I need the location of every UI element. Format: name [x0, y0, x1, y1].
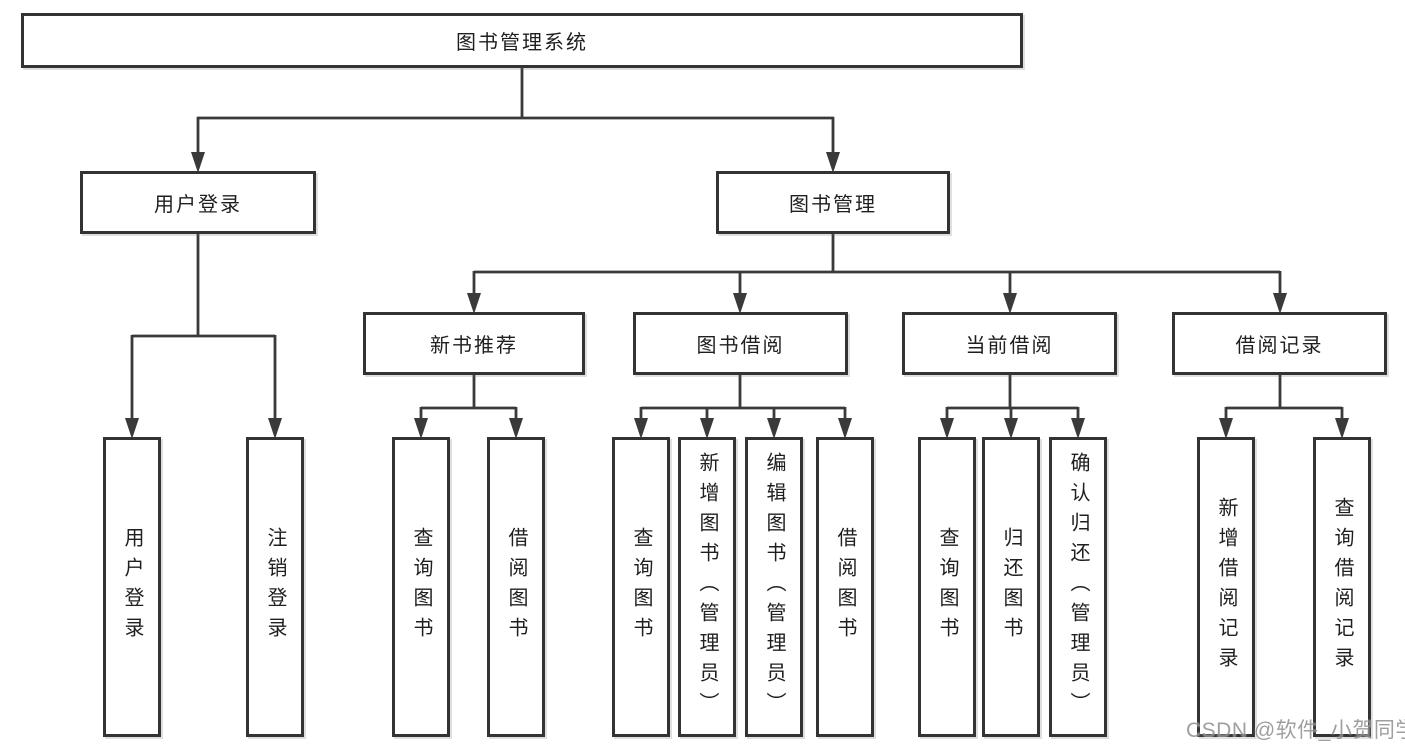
csdn-watermark: CSDN @软件_小贺同学: [1186, 719, 1405, 742]
leaf-return-books: 归还图书: [982, 437, 1040, 737]
leaf-borrow-books: 借阅图书: [816, 437, 874, 737]
edge-book-borrowing-to-leaves: [634, 374, 852, 439]
edge-borrowing-records-to-leaves: [1219, 374, 1349, 439]
node-book-borrowing: 图书借阅: [633, 312, 848, 375]
leaf-query-books-recommend: 查询图书: [392, 437, 450, 737]
leaf-label: 查询借阅记录: [1331, 497, 1353, 677]
leaf-label: 新增图书（管理员）: [696, 452, 718, 722]
node-user-login: 用户登录: [80, 171, 316, 234]
node-label: 图书管理系统: [456, 32, 588, 54]
node-library-management-system: 图书管理系统: [21, 13, 1023, 68]
node-label: 图书管理: [789, 194, 877, 216]
node-book-management: 图书管理: [716, 171, 950, 234]
node-label: 用户登录: [154, 194, 242, 216]
leaf-label: 编辑图书（管理员）: [763, 452, 785, 722]
leaf-edit-books-admin: 编辑图书（管理员）: [745, 437, 803, 737]
leaf-add-books-admin: 新增图书（管理员）: [678, 437, 736, 737]
node-label: 当前借阅: [965, 335, 1054, 357]
leaf-label: 查询图书: [936, 527, 958, 647]
leaf-label: 查询图书: [410, 527, 432, 647]
edge-new-book-recommend-to-leaves: [414, 374, 523, 439]
edge-user-login-to-leaves: [125, 233, 282, 439]
leaf-label: 借阅图书: [505, 527, 527, 647]
leaf-user-login: 用户登录: [103, 437, 161, 737]
node-label: 借阅记录: [1235, 335, 1324, 357]
leaf-query-books-current: 查询图书: [918, 437, 976, 737]
leaf-query-books-borrowing: 查询图书: [612, 437, 670, 737]
leaf-label: 新增借阅记录: [1215, 497, 1237, 677]
node-label: 图书借阅: [696, 335, 785, 357]
leaf-add-borrow-record: 新增借阅记录: [1197, 437, 1255, 737]
leaf-label: 注销登录: [264, 527, 286, 647]
node-current-borrowing: 当前借阅: [902, 312, 1117, 375]
leaf-label: 查询图书: [630, 527, 652, 647]
leaf-confirm-return-admin: 确认归还（管理员）: [1049, 437, 1107, 737]
node-new-book-recommend: 新书推荐: [363, 312, 585, 375]
leaf-label: 用户登录: [121, 527, 143, 647]
edge-root-to-level2: [191, 67, 840, 173]
leaf-query-borrow-record: 查询借阅记录: [1313, 437, 1371, 737]
node-label: 新书推荐: [430, 335, 518, 357]
edge-book-management-to-level3: [467, 233, 1287, 314]
node-borrowing-records: 借阅记录: [1172, 312, 1387, 375]
leaf-logout: 注销登录: [246, 437, 304, 737]
edge-current-borrowing-to-leaves: [940, 374, 1085, 439]
leaf-label: 借阅图书: [834, 527, 856, 647]
leaf-borrow-books-recommend: 借阅图书: [487, 437, 545, 737]
leaf-label: 归还图书: [1000, 527, 1022, 647]
leaf-label: 确认归还（管理员）: [1067, 452, 1089, 722]
